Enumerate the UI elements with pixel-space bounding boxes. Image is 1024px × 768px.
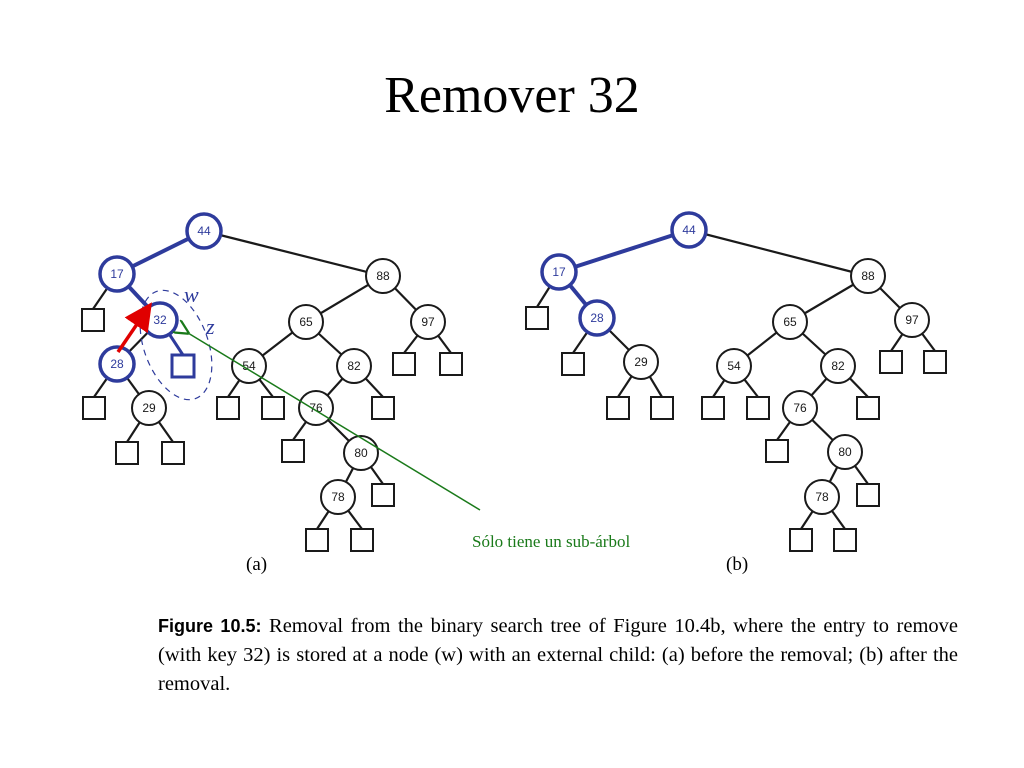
a-node-key: 80 [354, 446, 368, 460]
a-node-88 [365, 258, 401, 294]
b-node-key: 88 [861, 269, 875, 283]
a-edge [203, 229, 384, 278]
panel-b-label: (b) [726, 554, 748, 575]
b-node-65 [772, 304, 808, 340]
b-external-node [746, 396, 770, 420]
b-external-node [765, 439, 789, 463]
b-node-key: 54 [727, 359, 741, 373]
b-external-node [923, 350, 947, 374]
a-node-key: 76 [309, 401, 323, 415]
a-external-node [82, 396, 106, 420]
slide-title: Remover 32 [384, 67, 640, 124]
b-edge [688, 228, 869, 278]
b-external-node [525, 306, 549, 330]
a-node-key: 54 [242, 359, 256, 373]
panel-a-label: (a) [246, 554, 267, 575]
a-node-key: 28 [110, 357, 124, 371]
a-external-node [392, 352, 416, 376]
a-external-node [371, 396, 395, 420]
b-node-76 [782, 390, 818, 426]
a-node-65 [288, 304, 324, 340]
b-node-88 [850, 258, 886, 294]
a-external-node [371, 483, 395, 507]
a-node-key: 32 [153, 313, 167, 327]
b-external-node [606, 396, 630, 420]
a-external-node [161, 441, 185, 465]
a-external-node [216, 396, 240, 420]
a-external-node [261, 396, 285, 420]
b-external-node [833, 528, 857, 552]
a-node-17 [98, 255, 136, 293]
b-node-17 [540, 253, 578, 291]
red-arrow [116, 302, 152, 353]
b-edge [558, 228, 690, 274]
w-z-dashed-region [139, 289, 213, 401]
b-external-node [879, 350, 903, 374]
a-node-key: 17 [110, 267, 124, 281]
b-node-97 [894, 302, 930, 338]
b-external-node [561, 352, 585, 376]
annotation-text: Sólo tiene un sub-árbol [472, 532, 630, 551]
b-external-node [856, 483, 880, 507]
a-node-97 [410, 304, 446, 340]
a-node-78 [320, 479, 356, 515]
b-node-78 [804, 479, 840, 515]
panel-a-tree: 44 17 88 32 65 97 28 54 82 29 76 80 78 [81, 212, 463, 552]
annotation-arrow [188, 333, 481, 511]
a-external-node [350, 528, 374, 552]
b-node-28 [578, 299, 616, 337]
a-node-key: 44 [197, 224, 211, 238]
b-external-node [650, 396, 674, 420]
b-node-key: 28 [590, 311, 604, 325]
b-external-node [701, 396, 725, 420]
a-external-node [305, 528, 329, 552]
bst-removal-diagram: 44 17 88 32 65 97 28 54 82 29 76 80 78 44 17 88 28 65 97 2… [81, 211, 947, 575]
b-node-key: 80 [838, 445, 852, 459]
panel-b-tree: 44 17 88 28 65 97 29 54 82 76 80 78 [525, 211, 947, 552]
b-node-key: 44 [682, 223, 696, 237]
figure-ref: Figure 10.5: [158, 616, 262, 636]
a-external-node [115, 441, 139, 465]
a-external-node [439, 352, 463, 376]
b-node-key: 82 [831, 359, 845, 373]
a-external-node [281, 439, 305, 463]
b-node-key: 65 [783, 315, 797, 329]
caption-text: Removal from the binary search tree of F… [158, 615, 959, 695]
b-node-key: 17 [552, 265, 566, 279]
b-node-80 [827, 434, 863, 470]
a-node-28 [98, 345, 136, 383]
a-node-82 [336, 348, 372, 384]
b-external-node [856, 396, 880, 420]
b-external-node [789, 528, 813, 552]
b-node-key: 97 [905, 313, 919, 327]
b-node-82 [820, 348, 856, 384]
b-node-54 [716, 348, 752, 384]
a-external-node [81, 308, 105, 332]
a-node-key: 82 [347, 359, 361, 373]
a-node-44 [185, 212, 223, 250]
figure-caption: Figure 10.5: Removal from the binary sea… [158, 612, 958, 699]
label-w: w [184, 282, 199, 307]
label-z: z [205, 314, 215, 339]
b-node-44 [670, 211, 708, 249]
a-node-key: 65 [299, 315, 313, 329]
a-node-80 [343, 435, 379, 471]
a-node-key: 29 [142, 401, 156, 415]
a-node-29 [131, 390, 167, 426]
a-node-key: 78 [331, 490, 345, 504]
b-node-key: 29 [634, 355, 648, 369]
b-node-29 [623, 344, 659, 380]
a-external-node [170, 353, 196, 379]
b-node-key: 78 [815, 490, 829, 504]
a-node-key: 97 [421, 315, 435, 329]
a-node-key: 88 [376, 269, 390, 283]
b-node-key: 76 [793, 401, 807, 415]
